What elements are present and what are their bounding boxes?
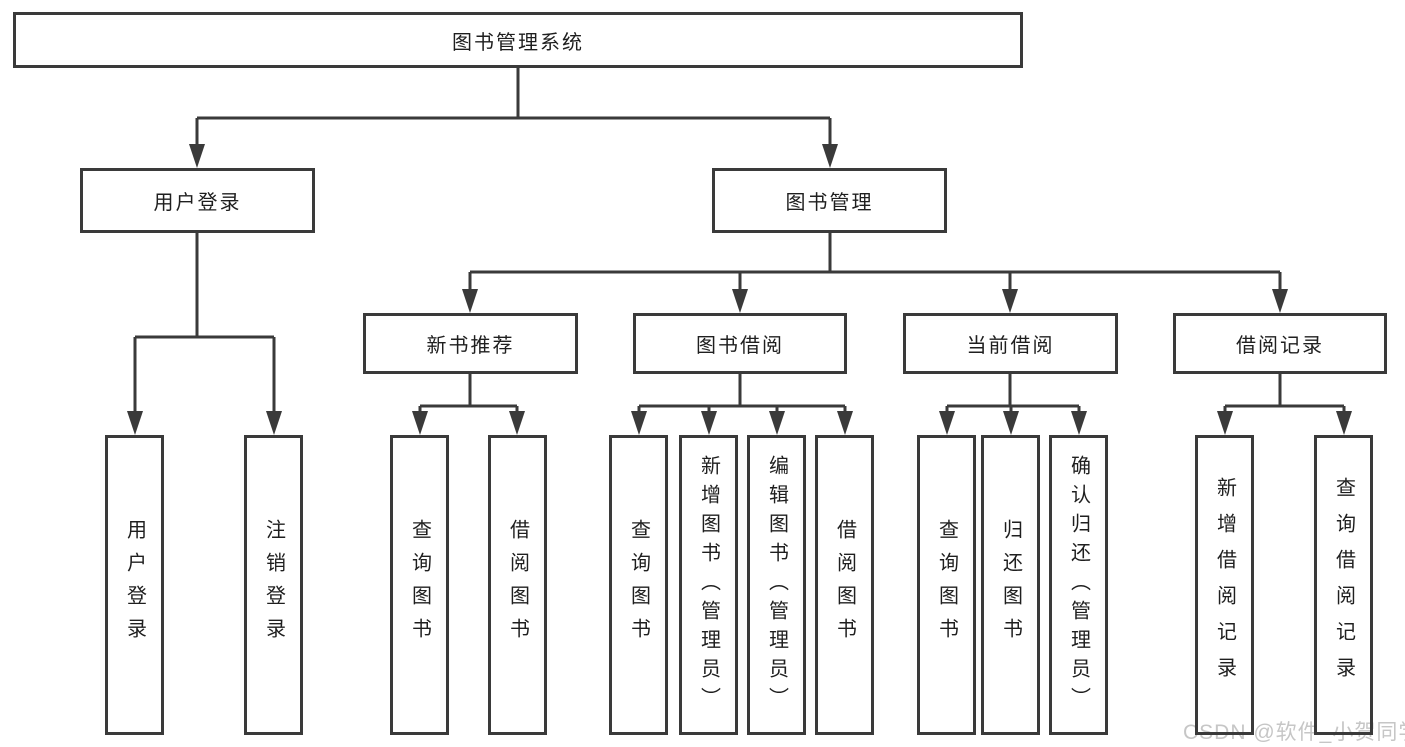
leaf-add-borrow-record: 新增借阅记录 (1195, 435, 1254, 735)
leaf-user-login: 用户登录 (105, 435, 164, 735)
leaf-edit-books-admin-label: 编辑图书（管理员） (765, 454, 788, 716)
leaf-add-borrow-record-label: 新增借阅记录 (1213, 477, 1236, 693)
leaf-query-books-recommend-label: 查询图书 (408, 519, 431, 651)
leaf-borrow-books-recommend-label: 借阅图书 (506, 519, 529, 651)
leaf-borrow-books-borrowing-label: 借阅图书 (833, 519, 856, 651)
csdn-watermark: CSDN @软件_小贺同学 (1183, 721, 1405, 744)
node-library-management-system-label: 图书管理系统 (452, 31, 584, 54)
leaf-user-login-label: 用户登录 (123, 519, 146, 651)
node-new-book-recommend: 新书推荐 (363, 313, 578, 374)
leaf-add-books-admin-label: 新增图书（管理员） (697, 454, 720, 716)
node-book-management: 图书管理 (712, 168, 947, 233)
leaf-query-books-borrowing: 查询图书 (609, 435, 668, 735)
node-book-management-label: 图书管理 (785, 192, 874, 214)
node-library-management-system: 图书管理系统 (13, 12, 1023, 68)
node-book-borrowing-label: 图书借阅 (696, 335, 784, 357)
leaf-confirm-return-admin: 确认归还（管理员） (1049, 435, 1108, 735)
node-borrowing-records-label: 借阅记录 (1236, 335, 1324, 357)
node-user-login-label: 用户登录 (153, 192, 242, 214)
leaf-query-books-borrowing-label: 查询图书 (627, 519, 650, 651)
node-user-login: 用户登录 (80, 168, 315, 233)
node-new-book-recommend-label: 新书推荐 (426, 335, 515, 357)
leaf-borrow-books-recommend: 借阅图书 (488, 435, 547, 735)
node-current-borrowing-label: 当前借阅 (966, 335, 1055, 357)
leaf-query-books-current: 查询图书 (917, 435, 976, 735)
leaf-add-books-admin: 新增图书（管理员） (679, 435, 738, 735)
node-borrowing-records: 借阅记录 (1173, 313, 1387, 374)
leaf-query-books-recommend: 查询图书 (390, 435, 449, 735)
leaf-borrow-books-borrowing: 借阅图书 (815, 435, 874, 735)
connector-arrowheads (127, 144, 1352, 435)
leaf-logout: 注销登录 (244, 435, 303, 735)
leaf-query-books-current-label: 查询图书 (935, 519, 958, 651)
leaf-query-borrow-record-label: 查询借阅记录 (1332, 477, 1355, 693)
node-current-borrowing: 当前借阅 (903, 313, 1118, 374)
node-book-borrowing: 图书借阅 (633, 313, 847, 374)
leaf-edit-books-admin: 编辑图书（管理员） (747, 435, 806, 735)
leaf-logout-label: 注销登录 (262, 519, 285, 651)
leaf-return-books-label: 归还图书 (999, 519, 1022, 651)
leaf-return-books: 归还图书 (981, 435, 1040, 735)
leaf-confirm-return-admin-label: 确认归还（管理员） (1067, 454, 1090, 716)
leaf-query-borrow-record: 查询借阅记录 (1314, 435, 1373, 735)
